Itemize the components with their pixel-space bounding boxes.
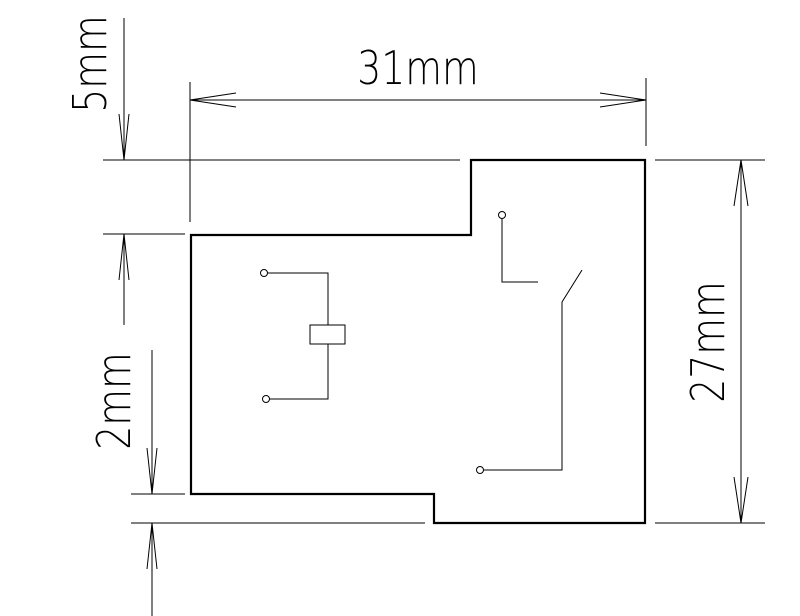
switch-symbol	[476, 211, 583, 474]
switch-pin-common	[476, 466, 484, 474]
part-outline	[189, 158, 647, 525]
top-step-label: 5mm	[63, 15, 117, 112]
dimension-5mm	[118, 18, 130, 325]
dimension-31mm	[189, 92, 647, 108]
bottom-step-label: 2mm	[87, 352, 141, 449]
switch-pin-no	[498, 211, 506, 219]
extension-lines	[103, 78, 765, 524]
coil-symbol	[260, 269, 346, 403]
coil-pin-bottom	[262, 395, 270, 403]
dimension-2mm	[146, 350, 158, 616]
dimension-27mm	[733, 159, 749, 524]
height-label: 27mm	[681, 281, 735, 402]
coil-pin-top	[260, 269, 268, 277]
width-label: 31mm	[357, 41, 478, 95]
